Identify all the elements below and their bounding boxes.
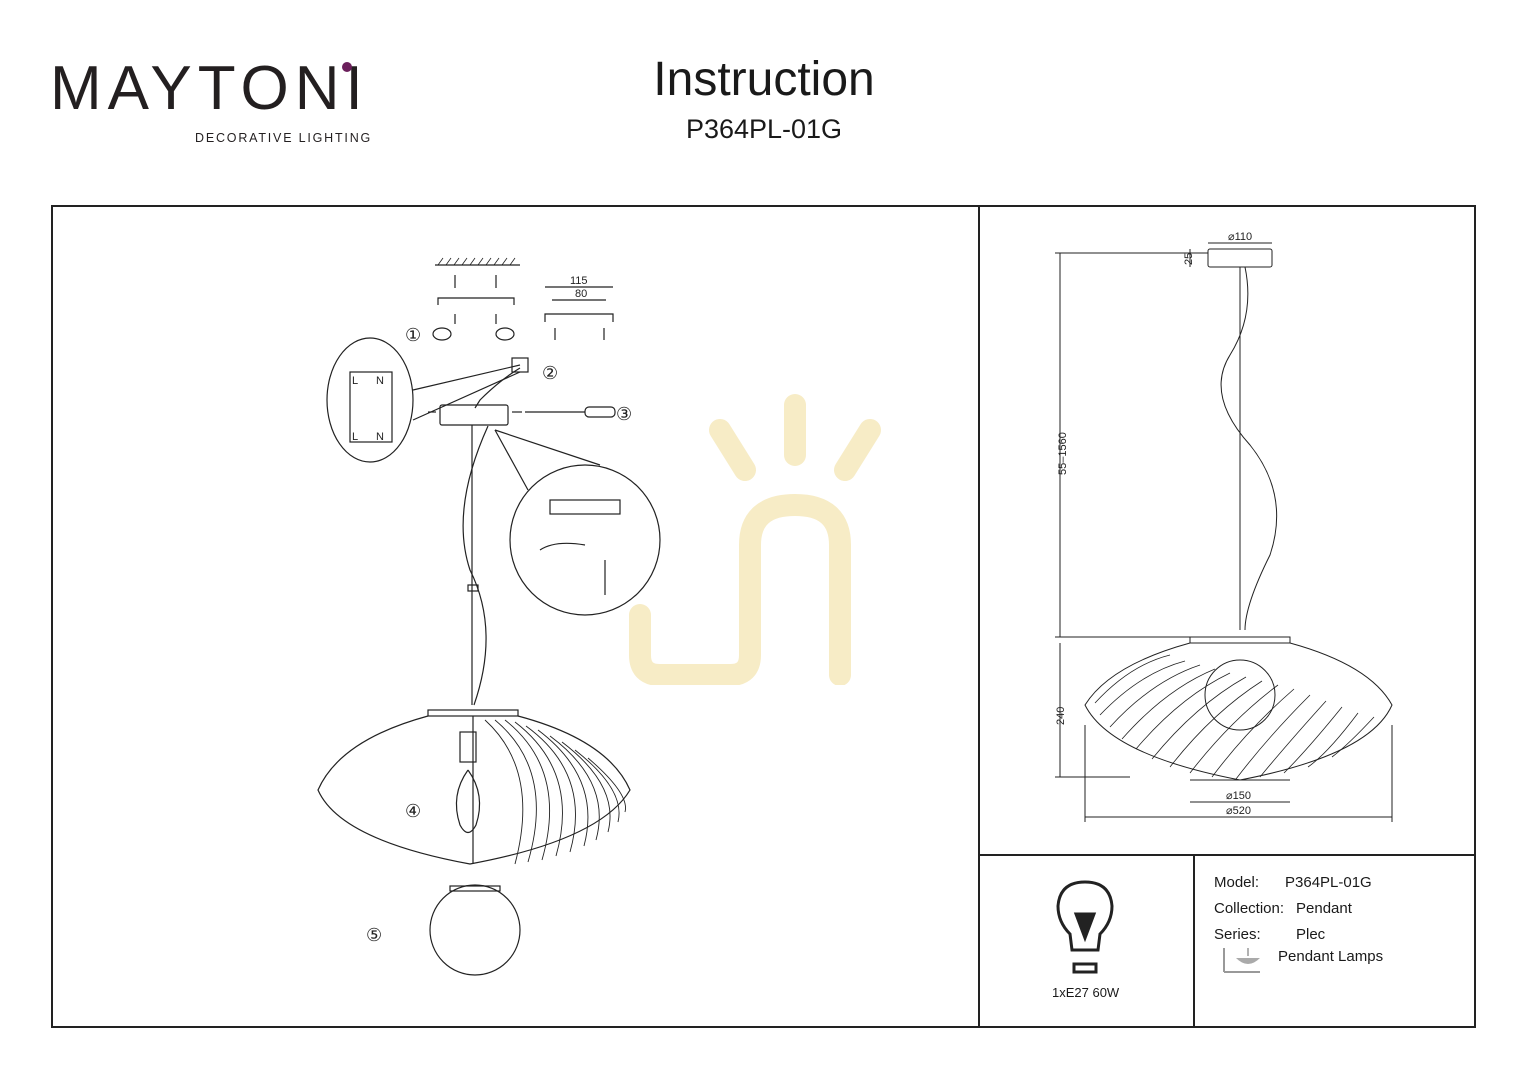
lightbulb-icon	[1056, 880, 1114, 974]
logo-dot-icon	[342, 62, 352, 72]
spec-collection-label: Collection:	[1214, 900, 1285, 917]
divider-vertical	[978, 207, 980, 1026]
step-2-label: ②	[542, 363, 558, 383]
step-3-label: ③	[616, 404, 632, 424]
dim-shade-height: 240	[1055, 707, 1067, 725]
dimension-diagram: ⌀110 25 55–1560 240 ⌀150 ⌀520	[1055, 231, 1393, 822]
brand-tagline: DECORATIVE LIGHTING	[195, 131, 373, 145]
divider-horizontal	[978, 854, 1474, 856]
watermark-logo	[629, 394, 881, 685]
step-4-label: ④	[405, 801, 421, 821]
spec-collection-value: Pendant	[1296, 900, 1352, 917]
instruction-frame	[51, 205, 1476, 1028]
dim-shade-diameter: ⌀520	[1226, 805, 1251, 817]
terminal-label-n2: N	[376, 431, 384, 443]
assembly-diagram: ① ② ③ ④ ⑤ 115 80 L N L N	[317, 257, 661, 976]
pendant-lamp-icon	[1223, 948, 1260, 973]
spec-model-value: P364PL-01G	[1285, 874, 1372, 891]
step-1-label: ①	[405, 325, 421, 345]
spec-series-label: Series:	[1214, 926, 1261, 943]
dim-canopy-diameter: ⌀110	[1228, 231, 1252, 243]
page-title: Instruction	[653, 53, 875, 106]
terminal-label-n: N	[376, 375, 384, 387]
divider-spec	[1193, 854, 1195, 1026]
brand-logo: MAYTONI	[50, 54, 369, 123]
dim-bottom-opening: ⌀150	[1226, 790, 1251, 802]
spec-series-value: Plec	[1296, 926, 1326, 943]
step-5-label: ⑤	[366, 925, 382, 945]
spec-type-value: Pendant Lamps	[1278, 948, 1384, 965]
dim-canopy-height: 25	[1183, 253, 1195, 265]
bulb-label: 1xE27 60W	[1052, 985, 1120, 1000]
dim-suspension-length: 55–1560	[1057, 432, 1069, 475]
bracket-dim-inner: 80	[575, 288, 587, 300]
terminal-label-l2: L	[352, 431, 358, 443]
model-code: P364PL-01G	[685, 114, 843, 144]
terminal-label-l: L	[352, 375, 358, 387]
bracket-dim-outer: 115	[570, 275, 588, 287]
spec-model-label: Model:	[1214, 874, 1260, 891]
